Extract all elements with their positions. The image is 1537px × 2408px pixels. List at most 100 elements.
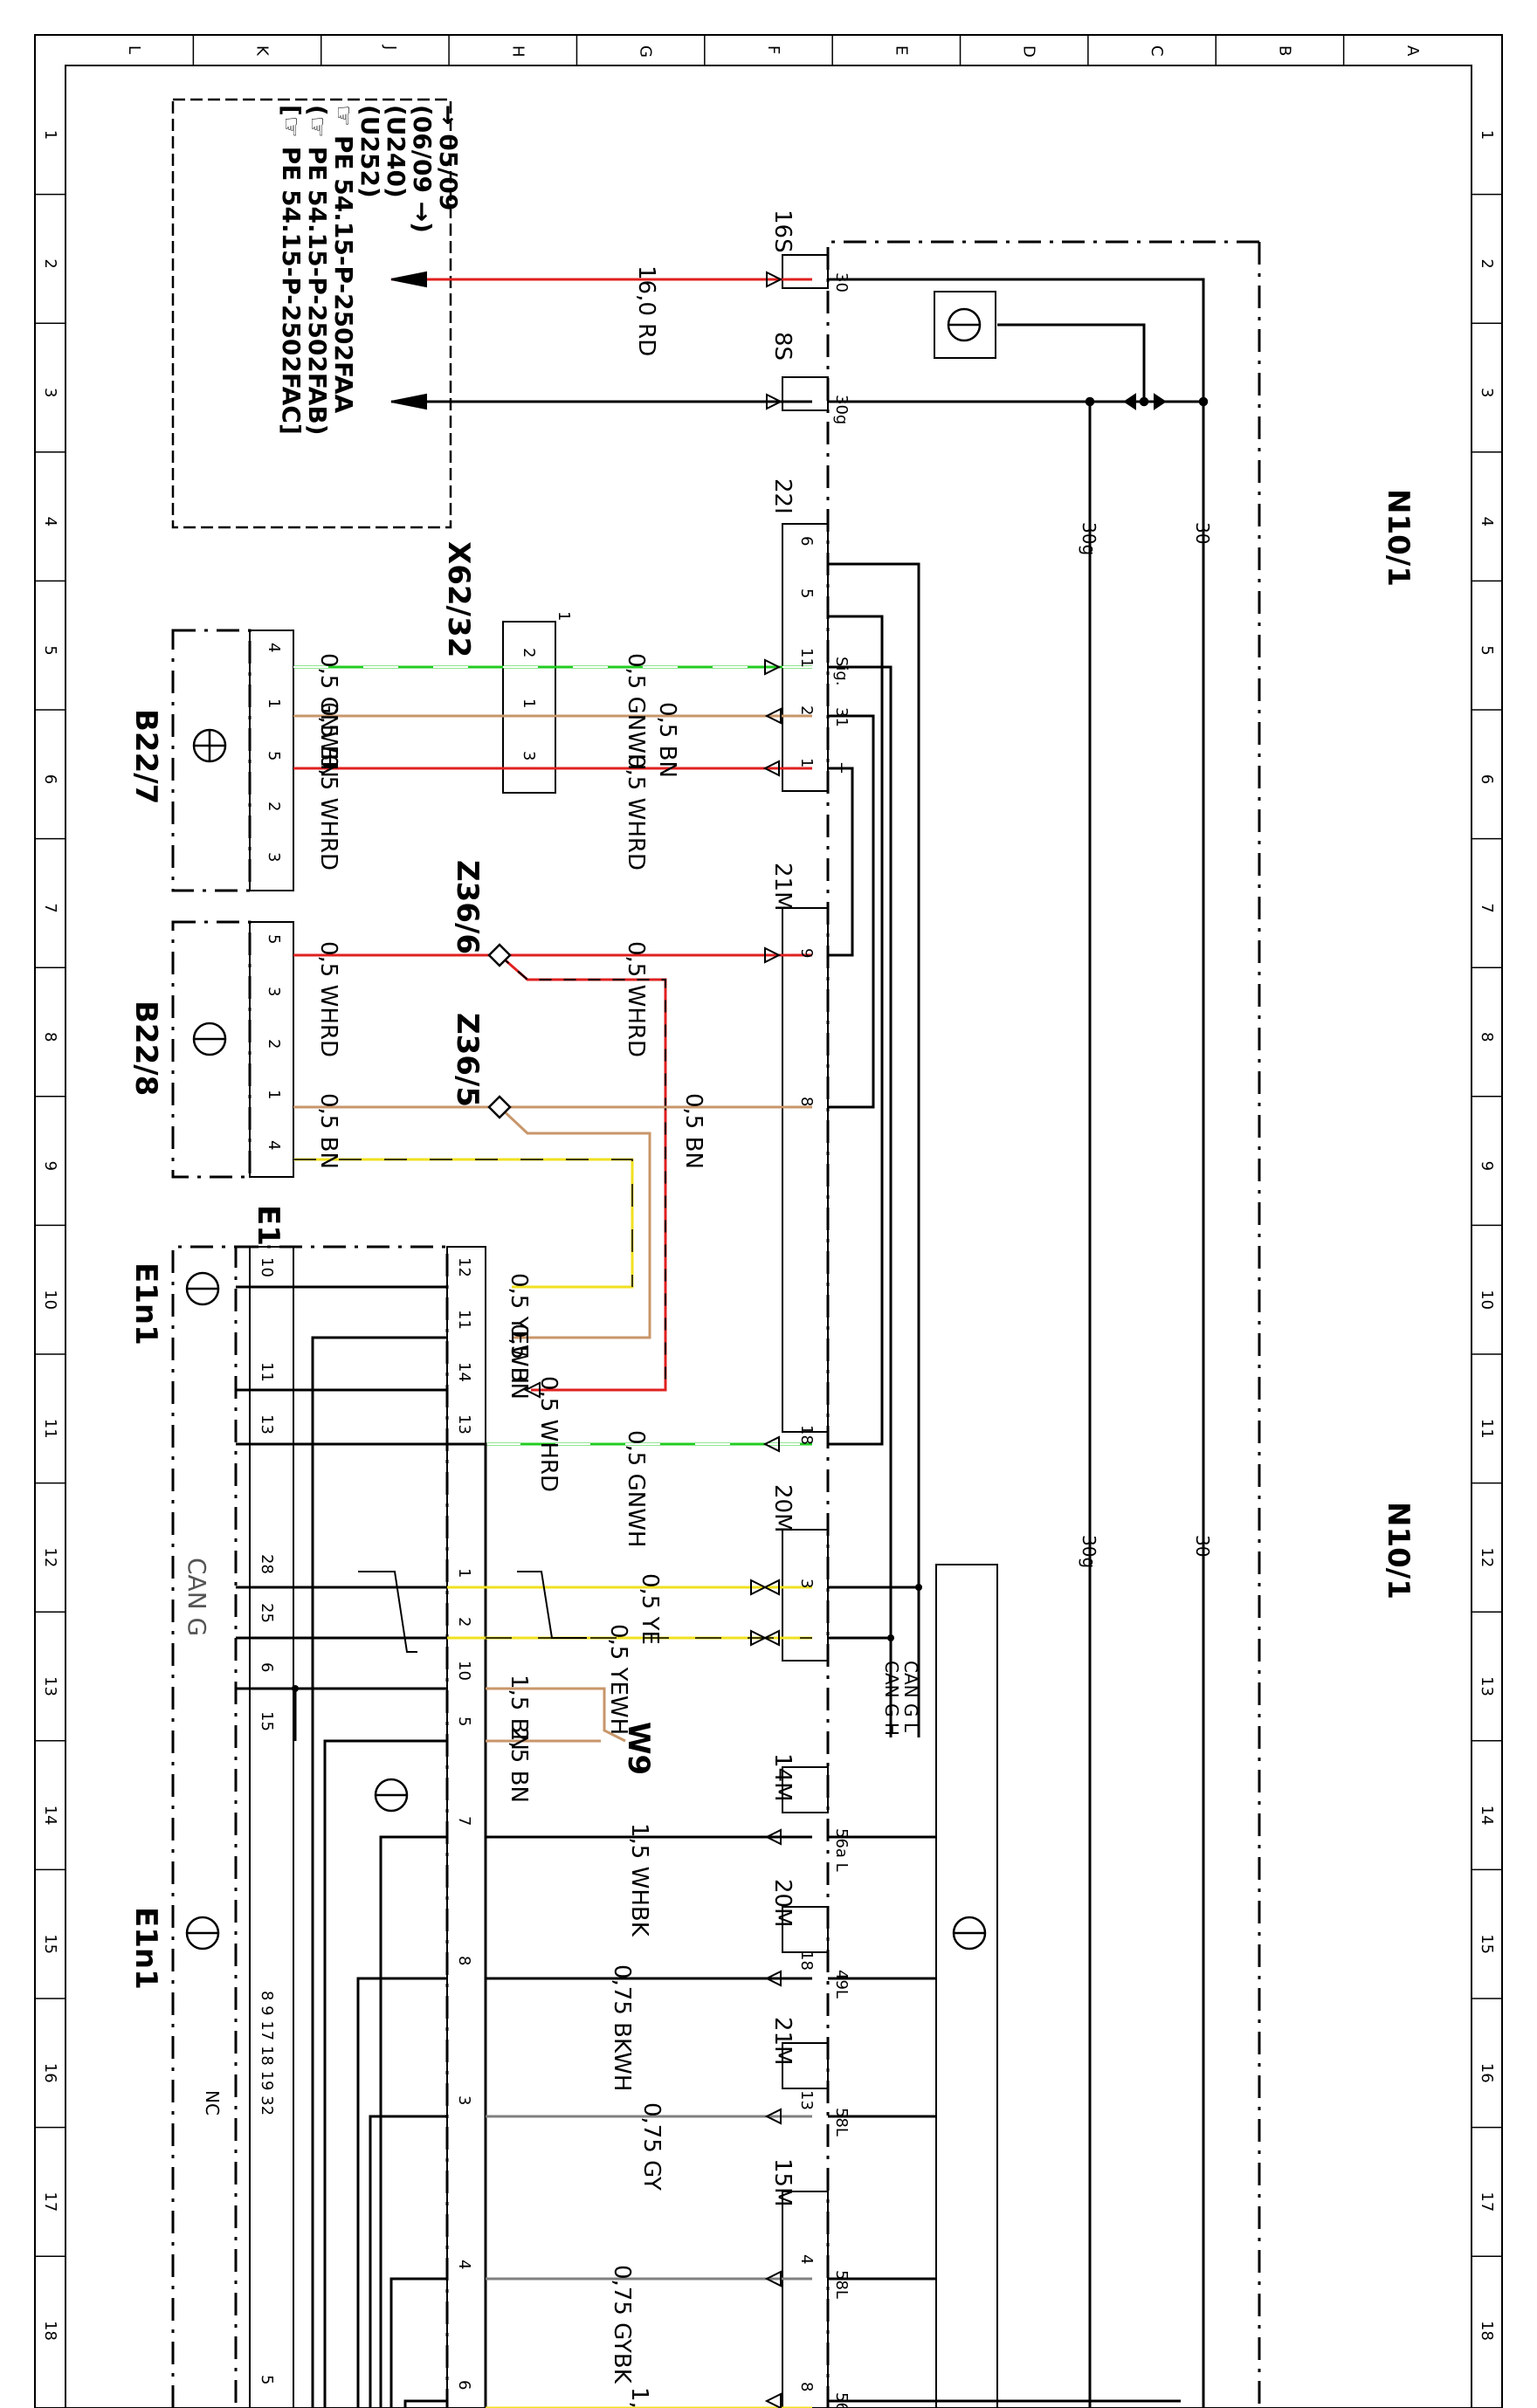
pin-3: 3 bbox=[797, 1579, 816, 1588]
row-label-8: 8 bbox=[41, 1032, 59, 1042]
row-label-9: 9 bbox=[41, 1161, 59, 1171]
note-line-3: (U240) bbox=[382, 105, 410, 198]
pin-4: 4 bbox=[797, 2254, 816, 2264]
pin-1: 1 bbox=[797, 758, 816, 767]
row-label-10: 10 bbox=[41, 1290, 59, 1310]
x62-32-label: X62/32 bbox=[441, 541, 476, 657]
can-labels: CAN G bbox=[183, 1558, 211, 1636]
pin-9: 9 bbox=[797, 948, 816, 958]
pin-6: 6 bbox=[797, 536, 816, 546]
can-g-h-label: CAN G H bbox=[881, 1661, 902, 1736]
b227-pin-4: 4 bbox=[265, 643, 283, 652]
arrowheads bbox=[390, 271, 1167, 2408]
wire-label-16rd: 16,0 RD bbox=[633, 265, 659, 356]
wire-label-30g-a: 30g bbox=[1079, 522, 1099, 555]
connector-22i: 22I bbox=[769, 478, 796, 514]
e1-pin-2: 2 bbox=[455, 1617, 473, 1627]
e1-pin-13b: 13 bbox=[455, 1414, 473, 1434]
e1-pin-8: 8 bbox=[455, 1956, 473, 1965]
pin-31: 31 bbox=[832, 707, 851, 727]
wires bbox=[236, 278, 1205, 2408]
pin-58l: 58L bbox=[832, 2108, 851, 2136]
wire-label-30g-b: 30g bbox=[1079, 1535, 1099, 1568]
n10-1-top-label: N10/1 bbox=[1381, 489, 1416, 587]
e1-pin-13: 13 bbox=[258, 1414, 276, 1434]
b228-pin-2: 2 bbox=[265, 1039, 283, 1049]
can-g-l-label: CAN G L bbox=[900, 1661, 921, 1733]
pin-labels-left: 4 1 5 2 3 2 1 3 1 5 3 2 1 4 10 11 13 28 … bbox=[258, 611, 573, 2390]
b228-pin-5: 5 bbox=[265, 934, 283, 944]
connector-8s: 8S bbox=[769, 332, 796, 361]
e1-label: E1 bbox=[251, 1205, 286, 1246]
column-label-f: F bbox=[764, 45, 782, 54]
internal-wire-labels: 30g 30 30g 30 bbox=[1079, 522, 1213, 1568]
pin-58lb: 58L bbox=[832, 2270, 851, 2299]
e1-pin-14: 14 bbox=[455, 1362, 473, 1382]
b228-pin-4: 4 bbox=[265, 1140, 283, 1150]
w9-label: W9 bbox=[621, 1722, 656, 1775]
e1-pin-5b: 5 bbox=[455, 1717, 473, 1726]
column-label-d: D bbox=[1020, 45, 1038, 58]
pin-18: 18 bbox=[797, 1425, 816, 1445]
e1-pin-10b: 10 bbox=[455, 1661, 473, 1681]
e1-pin-11b: 11 bbox=[455, 1310, 473, 1330]
b22-7-label: B22/7 bbox=[128, 709, 163, 804]
wire-label-ye: 0,5 YE bbox=[637, 1573, 663, 1645]
pin-56bl: 56b L bbox=[832, 2392, 851, 2408]
wire-label-whrd-3: 0,5 WHRD bbox=[315, 941, 341, 1057]
connector-20m-a: 20M bbox=[769, 1484, 796, 1533]
wire-label-30-a: 30 bbox=[1192, 522, 1213, 544]
pin-49l: 49L bbox=[832, 1970, 851, 1999]
column-label-g: G bbox=[637, 45, 655, 58]
b227-pin-2: 2 bbox=[265, 802, 283, 811]
note-box bbox=[171, 98, 452, 529]
row-label-11: 11 bbox=[41, 1419, 59, 1439]
e1-pin-28: 28 bbox=[258, 1554, 276, 1574]
wire-label-bn-1: 0,5 BN bbox=[315, 702, 341, 778]
e1n1-pin-list: 8 9 17 18 19 32 bbox=[258, 1991, 276, 2116]
pin-5: 5 bbox=[797, 588, 816, 598]
connector-20m-b: 20M bbox=[769, 1879, 796, 1928]
column-label-l: L bbox=[125, 45, 143, 54]
row-label-6: 6 bbox=[41, 774, 59, 784]
wire-label-gnwh-1: 0,5 GNWH bbox=[315, 653, 341, 770]
row-label-15: 15 bbox=[41, 1934, 59, 1954]
e1-pin-4: 4 bbox=[455, 2260, 473, 2269]
connector-21m-b: 21M bbox=[769, 2017, 796, 2066]
row-label-17: 17 bbox=[1478, 2191, 1496, 2212]
e1-pin-7: 7 bbox=[455, 1816, 473, 1826]
x62-pin-2: 2 bbox=[520, 648, 538, 657]
e1-pin-10: 10 bbox=[258, 1257, 276, 1277]
b227-pin-3: 3 bbox=[265, 852, 283, 862]
wire-label-075gy: 0,75 GY bbox=[638, 2102, 665, 2191]
e1-pin-5: 5 bbox=[258, 2375, 276, 2384]
note-line-1: → 05/09 bbox=[434, 105, 463, 210]
column-label-e: E bbox=[892, 45, 910, 55]
wire-label-bn-4: 0,5 BN bbox=[680, 1093, 706, 1169]
column-label-h: H bbox=[508, 45, 527, 58]
wire-label-gnwh-2: 0,5 GNWH bbox=[623, 653, 649, 770]
row-label-12: 12 bbox=[41, 1547, 59, 1567]
wire-label-075gybk: 0,75 GYBK bbox=[609, 2265, 635, 2384]
pin-8: 8 bbox=[797, 1097, 816, 1106]
pin-8b: 8 bbox=[797, 2382, 816, 2391]
page-frame bbox=[34, 34, 1503, 2408]
e1-pin-6: 6 bbox=[258, 1662, 276, 1672]
wire-label-yewh-2: 0,5 YEWH bbox=[605, 1624, 631, 1735]
row-label-3: 3 bbox=[41, 388, 59, 397]
wire-label-whrd-4: 0,5 WHRD bbox=[623, 941, 649, 1057]
wire-label-15yebk: 1,5 YEBK bbox=[626, 2387, 652, 2408]
x62-header-pin: 1 bbox=[555, 611, 573, 621]
row-label-3: 3 bbox=[1478, 388, 1496, 397]
nc-label: NC bbox=[202, 2090, 223, 2116]
note-line-6: (☞ PE 54.15-P-2502FAB) bbox=[303, 105, 332, 436]
note-line-4: (U252) bbox=[355, 105, 384, 198]
e1n1-top-label: E1n1 bbox=[128, 1262, 163, 1345]
row-label-11: 11 bbox=[1478, 1419, 1496, 1439]
n10-1-bottom-label: N10/1 bbox=[1381, 1502, 1416, 1600]
column-label-b: B bbox=[1275, 45, 1293, 56]
row-label-16: 16 bbox=[41, 2063, 59, 2083]
